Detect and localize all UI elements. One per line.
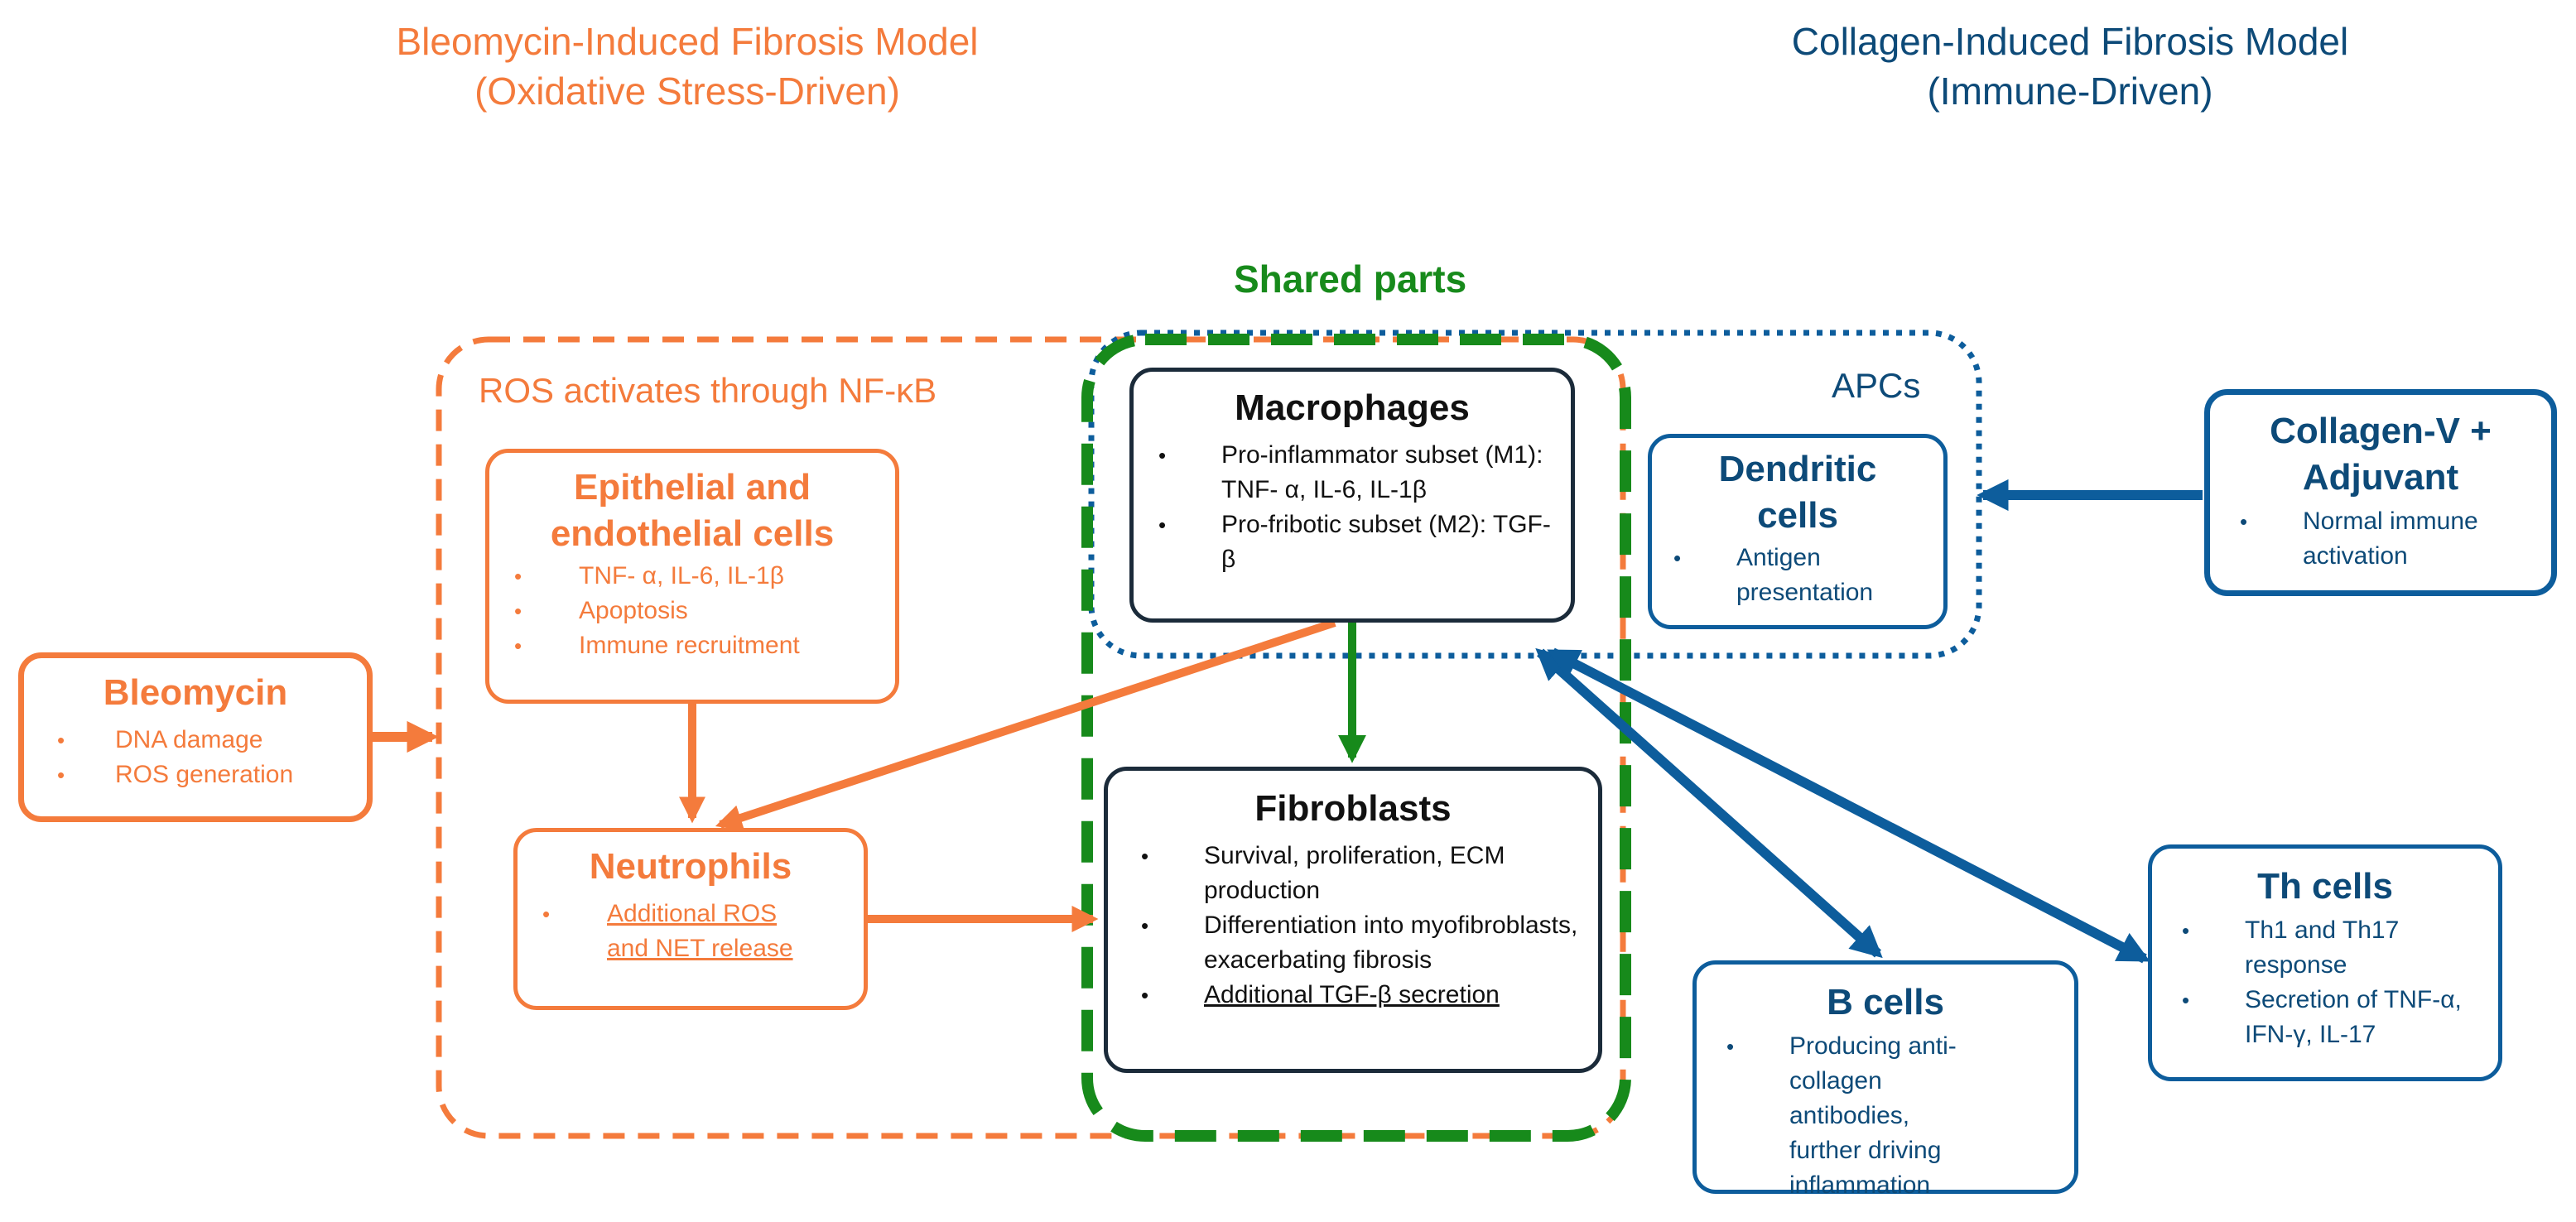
macrophages-title: Macrophages	[1235, 387, 1470, 428]
fibroblasts-bullets: •Survival, proliferation, ECM production…	[1141, 839, 1598, 1013]
collagen-title-line: Collagen-V +	[2270, 411, 2492, 451]
dendritic-title-line: Dendritic	[1718, 449, 1877, 489]
dendritic-bullet: •Antigen presentation	[1673, 544, 1874, 606]
thcells-title: Th cells	[2257, 866, 2393, 907]
collagen-bullet: •Normal immune activation	[2240, 508, 2478, 570]
arrow-apcs-thcells	[1547, 647, 2150, 964]
shared-parts-label: Shared parts	[1234, 257, 1467, 301]
epithelial-bullet: •Immune recruitment	[514, 632, 800, 659]
macrophages-node: Macrophages •Pro-inflammator subset (M1)…	[1129, 368, 1575, 623]
fibroblasts-bullet: •Differentiation into myofibroblasts, ex…	[1141, 912, 1578, 974]
bleomycin-bullet: •DNA damage	[57, 726, 263, 753]
bleomycin-model-title: Bleomycin-Induced Fibrosis Model (Oxidat…	[298, 17, 1076, 116]
collagen-title-line: Adjuvant	[2302, 457, 2459, 498]
epithelial-title-line: Epithelial and	[573, 467, 811, 508]
epithelial-bullet: •TNF- α, IL-6, IL-1β	[514, 562, 784, 589]
neutrophils-node: Neutrophils •Additional ROS and NET rele…	[513, 828, 868, 1010]
fibroblasts-title: Fibroblasts	[1254, 788, 1452, 829]
epithelial-title: Epithelial and endothelial cells	[489, 464, 895, 557]
dendritic-title: Dendritic cells	[1652, 446, 1943, 539]
neutrophils-bullet: •Additional ROS and NET release	[542, 900, 793, 962]
bleomycin-model-title-line: Bleomycin-Induced Fibrosis Model	[396, 20, 979, 63]
apcs-region-label: APCs	[1832, 366, 1921, 405]
neutrophils-title: Neutrophils	[589, 846, 792, 887]
bcells-node: B cells •Producing anti-collagen antibod…	[1692, 960, 2078, 1199]
fibroblasts-bullet: •Survival, proliferation, ECM production	[1141, 842, 1505, 904]
thcells-bullet: •Th1 and Th17 response	[2182, 916, 2400, 979]
collagen-title: Collagen-V + Adjuvant	[2210, 408, 2551, 501]
bcells-bullets: •Producing anti-collagen antibodies, fur…	[1726, 1029, 2074, 1203]
bcells-title: B cells	[1827, 982, 1944, 1022]
bleomycin-bullets: •DNA damage •ROS generation	[57, 723, 367, 792]
macrophages-bullet: •Pro-inflammator subset (M1): TNF- α, IL…	[1158, 441, 1543, 503]
bleomycin-node: Bleomycin •DNA damage •ROS generation	[18, 652, 373, 822]
thcells-bullet: •Secretion of TNF-α, IFN-γ, IL-17	[2182, 986, 2462, 1048]
arrow-macrophages-to-neutrophils	[715, 618, 1336, 831]
fibroblasts-node: Fibroblasts •Survival, proliferation, EC…	[1104, 767, 1602, 1073]
bcells-bullet: •Producing anti-collagen antibodies, fur…	[1726, 1032, 1957, 1199]
macrophages-bullet: •Pro-fribotic subset (M2): TGF-β	[1158, 511, 1551, 573]
neutrophils-bullets: •Additional ROS and NET release	[542, 897, 864, 966]
collagen-node: Collagen-V + Adjuvant •Normal immune act…	[2204, 389, 2557, 596]
bleomycin-title: Bleomycin	[103, 672, 288, 713]
ros-region-label: ROS activates through NF-κB	[479, 371, 937, 410]
macrophages-bullets: •Pro-inflammator subset (M1): TNF- α, IL…	[1158, 438, 1571, 577]
epithelial-bullet: •Apoptosis	[514, 597, 688, 624]
thcells-node: Th cells •Th1 and Th17 response •Secreti…	[2148, 844, 2502, 1081]
dendritic-bullets: •Antigen presentation	[1673, 541, 1943, 610]
dendritic-title-line: cells	[1757, 495, 1838, 536]
bleomycin-model-subtitle-line: (Oxidative Stress-Driven)	[474, 70, 900, 113]
epithelial-title-line: endothelial cells	[550, 513, 835, 554]
collagen-model-title-line: Collagen-Induced Fibrosis Model	[1791, 20, 2349, 63]
epithelial-bullets: •TNF- α, IL-6, IL-1β •Apoptosis •Immune …	[514, 559, 895, 663]
collagen-bullets: •Normal immune activation	[2240, 504, 2551, 574]
dendritic-node: Dendritic cells •Antigen presentation	[1648, 434, 1948, 629]
collagen-model-title: Collagen-Induced Fibrosis Model (Immune-…	[1681, 17, 2459, 116]
epithelial-node: Epithelial and endothelial cells •TNF- α…	[485, 449, 899, 704]
bleomycin-bullet: •ROS generation	[57, 761, 294, 788]
thcells-bullets: •Th1 and Th17 response •Secretion of TNF…	[2182, 913, 2498, 1052]
collagen-model-subtitle-line: (Immune-Driven)	[1927, 70, 2213, 113]
fibroblasts-bullet: •Additional TGF-β secretion	[1141, 981, 1500, 1008]
